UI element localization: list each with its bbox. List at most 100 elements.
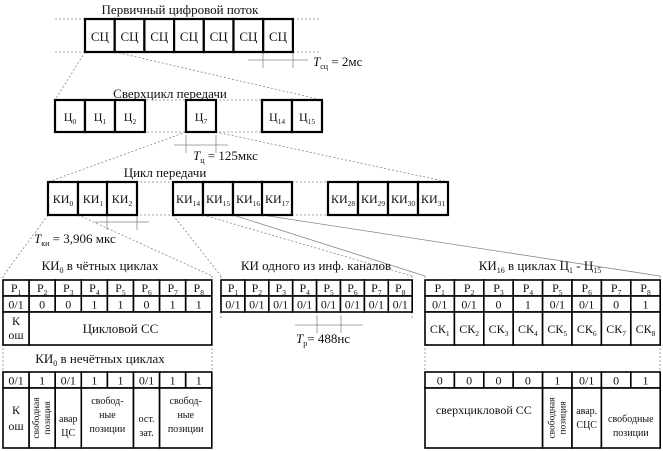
label-subscript: 2 [471, 288, 475, 297]
label-base: КИ [236, 192, 253, 206]
bit-header-cell-label: P5 [323, 281, 334, 297]
frame-timeslot-cell [416, 180, 450, 217]
superframe-cell-label: Ц14 [269, 110, 285, 126]
signalling-channel-cell [482, 311, 514, 346]
connector-line [261, 214, 661, 277]
signalling-channel-label: СК6 [577, 322, 597, 338]
bit-value-cell-label: 1 [91, 298, 97, 312]
frame-timeslot-cell [386, 180, 420, 217]
label-subscript: 0 [72, 117, 76, 126]
label-subscript: 6 [148, 288, 152, 297]
stream-cell-label: СЦ [91, 29, 110, 44]
bit-value-cell-label: 1 [117, 374, 123, 388]
bit-value-cell-label: 0/1 [225, 298, 240, 312]
label-base: Ц [64, 110, 73, 124]
stream-cell-label: СЦ [239, 29, 258, 44]
frame-timeslot-cell [201, 180, 235, 217]
frame-cell-label: КИ17 [265, 192, 289, 208]
label-base: P [493, 281, 500, 295]
label-subscript: 4 [306, 288, 310, 297]
label-base: P [581, 281, 588, 295]
label-base: Ц [94, 110, 103, 124]
vertical-label-line: свободная [546, 397, 557, 439]
bit-header-cell-label: P2 [37, 281, 48, 297]
title-subscript: 0 [53, 359, 57, 368]
bit-value-cell-label: 0/1 [321, 298, 336, 312]
signalling-channel-label: СК3 [489, 322, 509, 338]
superframe-cycle-cell [290, 98, 324, 134]
label-base: КИ [265, 192, 282, 206]
timeslot-period-label: Tки = 3,906 мкс [34, 231, 116, 248]
bit-value-cell-label: 1 [170, 374, 176, 388]
superframe-cell-label: Ц0 [64, 110, 77, 126]
stream-superframe-cell [262, 17, 295, 54]
stream-cell-label: СЦ [180, 29, 199, 44]
label-base: P [63, 281, 70, 295]
label-base: P [434, 281, 441, 295]
superframe-cell-label: Ц2 [124, 110, 137, 126]
bit-value-cell-label: 0 [496, 298, 502, 312]
signalling-channel-cell [571, 311, 603, 346]
connector-line [114, 51, 323, 101]
stream-cell-label: СЦ [210, 29, 229, 44]
stream-title: Первичный цифровой поток [102, 2, 260, 17]
label-subscript: 3 [505, 329, 509, 338]
title-part: 15 [593, 266, 601, 275]
label-base: СК [636, 322, 653, 336]
label-subscript: 4 [534, 329, 538, 338]
label-base: КИ [331, 192, 348, 206]
free-positions-label: свобод- [170, 396, 202, 407]
label-subscript: 2 [258, 288, 262, 297]
free-positions-cell [80, 387, 135, 449]
bit-value-cell-label: 1 [643, 298, 649, 312]
label-subscript: 8 [647, 288, 651, 297]
bit-header-cell-label: P6 [141, 281, 152, 297]
bit-header-cell-label: P3 [63, 281, 74, 297]
signalling-channel-label: СК1 [430, 322, 450, 338]
signalling-channel-label: СК5 [547, 322, 567, 338]
label-base: КИ [83, 192, 100, 206]
label-subscript: 3 [282, 288, 286, 297]
signalling-channel-label: СК8 [636, 322, 656, 338]
bit-header-cell-label: P3 [276, 281, 287, 297]
error-bit-label: ош [8, 328, 24, 342]
stream-superframe-cell [202, 17, 235, 54]
bit-value-cell-label: 1 [554, 374, 560, 388]
bit-header-cell-label: P7 [611, 281, 622, 297]
label-subscript: 7 [174, 288, 178, 297]
label-subscript: 3 [70, 288, 74, 297]
bit-header-cell-label: P8 [395, 281, 406, 297]
label-base: P [299, 281, 306, 295]
label-base: СК [430, 322, 447, 336]
bit-value-cell-label: 1 [91, 374, 97, 388]
label-subscript: 14 [278, 117, 286, 126]
bit-value-cell-label: 0/1 [8, 374, 23, 388]
label-base: P [37, 281, 44, 295]
free-position-cell [541, 387, 573, 449]
vertical-label-line: позиция [43, 401, 53, 435]
label-base: P [276, 281, 283, 295]
label-base: СК [547, 322, 564, 336]
bit-value-cell-label: 0/1 [297, 298, 312, 312]
bit-value-cell-label: 0 [437, 374, 443, 388]
frame-cell-label: КИ16 [236, 192, 260, 208]
free-positions-label: позиции [613, 428, 649, 439]
residual-attenuation-cell [132, 387, 161, 449]
free-positions-cell [600, 387, 662, 449]
label-subscript: 6 [588, 288, 592, 297]
stream-superframe-cell [232, 17, 265, 54]
signalling-channel-cell [629, 311, 661, 346]
title-base: КИ [35, 351, 53, 366]
period-subscript: сц [320, 62, 329, 71]
stream-superframe-cell [143, 17, 176, 54]
title-subscript: 0 [60, 266, 64, 275]
title-base: КИ [41, 258, 59, 273]
connector-line [47, 131, 187, 183]
label-base: СК [518, 322, 535, 336]
bit-header-cell-label: P7 [167, 281, 178, 297]
period-value: = 2мс [328, 54, 363, 69]
superframe-cell-label: Ц1 [94, 110, 107, 126]
